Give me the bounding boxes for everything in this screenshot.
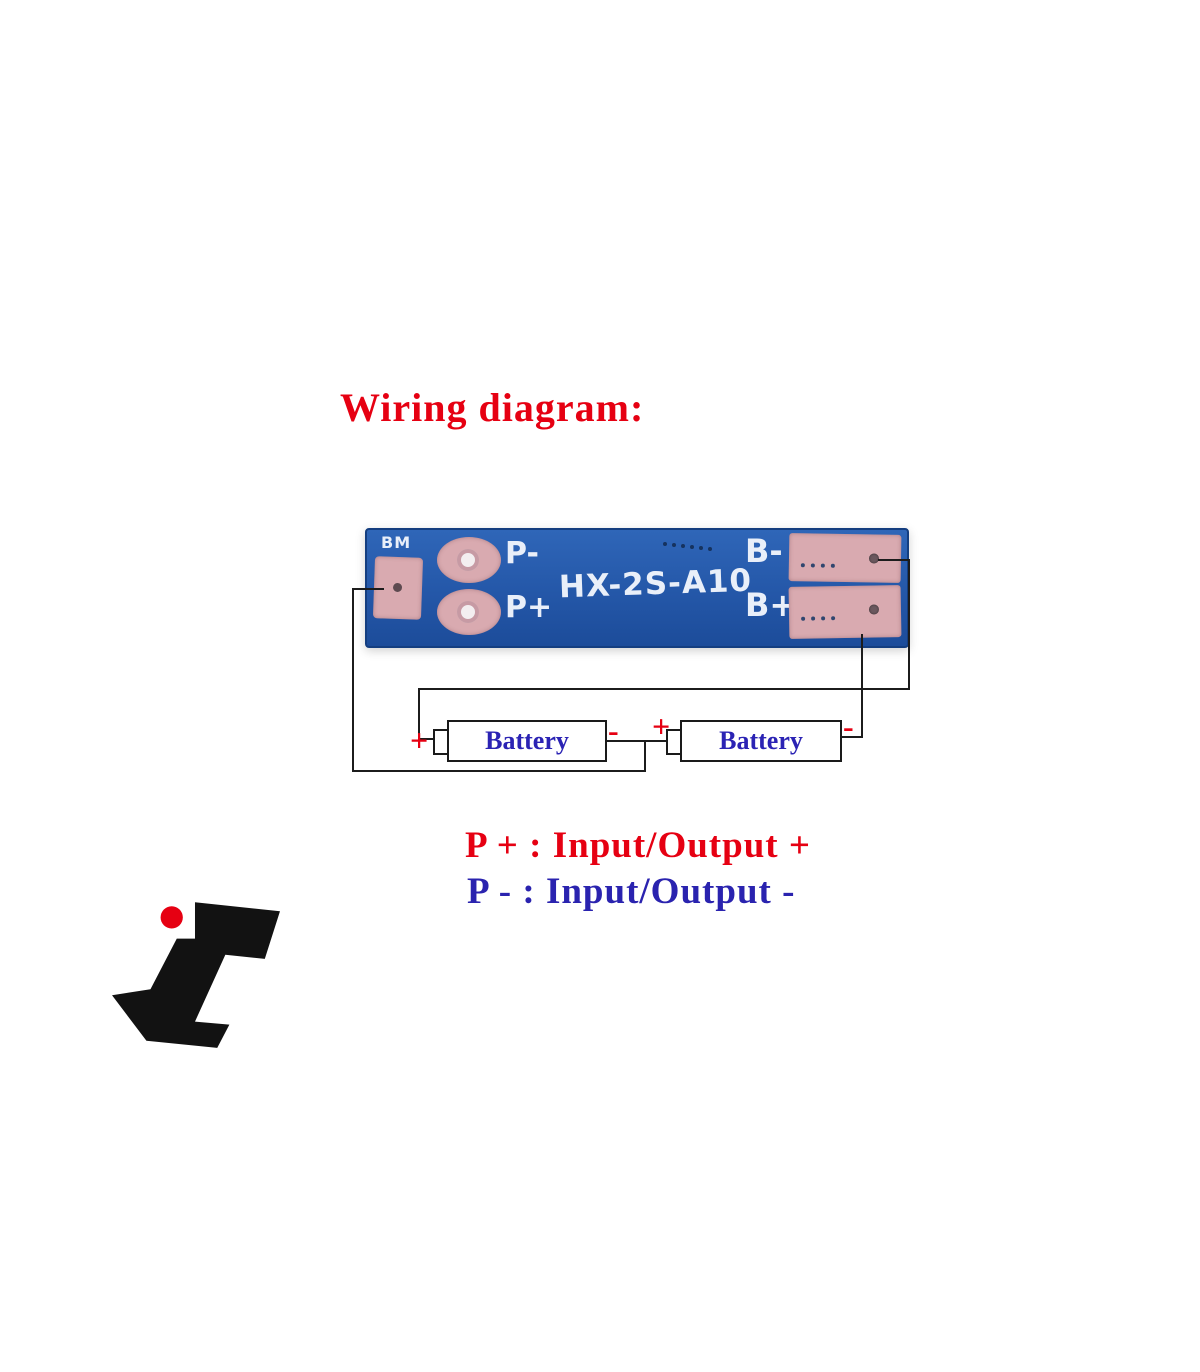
wire-bm-2 [352,588,354,772]
battery2-plus-sign: + [652,708,671,744]
wire-bm-1 [352,588,384,590]
battery1-minus-sign: - [608,712,619,748]
wire-bminus-4 [418,688,420,740]
board-b-plus-label: B+ [745,586,797,624]
wire-bminus-1 [878,559,910,561]
wire-bplus-2 [840,736,863,738]
board-b-minus-label: B- [745,532,783,570]
board-p-plus-label: P+ [505,590,553,625]
p-plus-pad-hole [457,601,479,623]
p-plus-pad [437,589,501,635]
page-title: Wiring diagram: [340,385,645,430]
logo-red-dot [160,906,183,929]
board-p-minus-label: P- [505,536,539,571]
battery1-label: Battery [485,726,569,755]
legend-line-p-plus: P + : Input/Output + [465,825,811,866]
board-bm-label: BM [381,533,412,552]
wire-bminus-2 [908,559,910,690]
wire-battery-junction [603,740,670,742]
b-plus-pad-dots [801,616,806,621]
board-model-label: HX-2S-A10 [558,562,753,606]
wire-bm-4 [644,742,646,772]
battery1: Battery [447,720,607,762]
p-minus-pad [437,537,501,583]
logo-arrow-shape [112,902,280,1048]
wire-bm-3 [352,770,646,772]
battery2: Battery [680,720,842,762]
b-plus-pad-hole [868,604,880,615]
bms-board: BM P- P+ HX-2S-A10 B- B+ [365,528,909,648]
silkscreen-dots [663,542,667,546]
wire-bminus-3 [418,688,910,690]
b-plus-pad [788,585,902,639]
wire-bplus-1 [861,634,863,738]
b-minus-pad-dots [800,563,805,568]
b-minus-pad [788,533,902,583]
p-minus-pad-hole [457,549,479,571]
battery2-label: Battery [719,726,803,755]
legend-line-p-minus: P - : Input/Output - [467,871,796,912]
wire-bminus-5 [418,738,436,740]
brand-logo [112,902,280,1048]
battery2-minus-sign: - [843,708,854,744]
bm-pad-hole [392,582,403,593]
battery1-plus-sign: + [410,722,429,758]
